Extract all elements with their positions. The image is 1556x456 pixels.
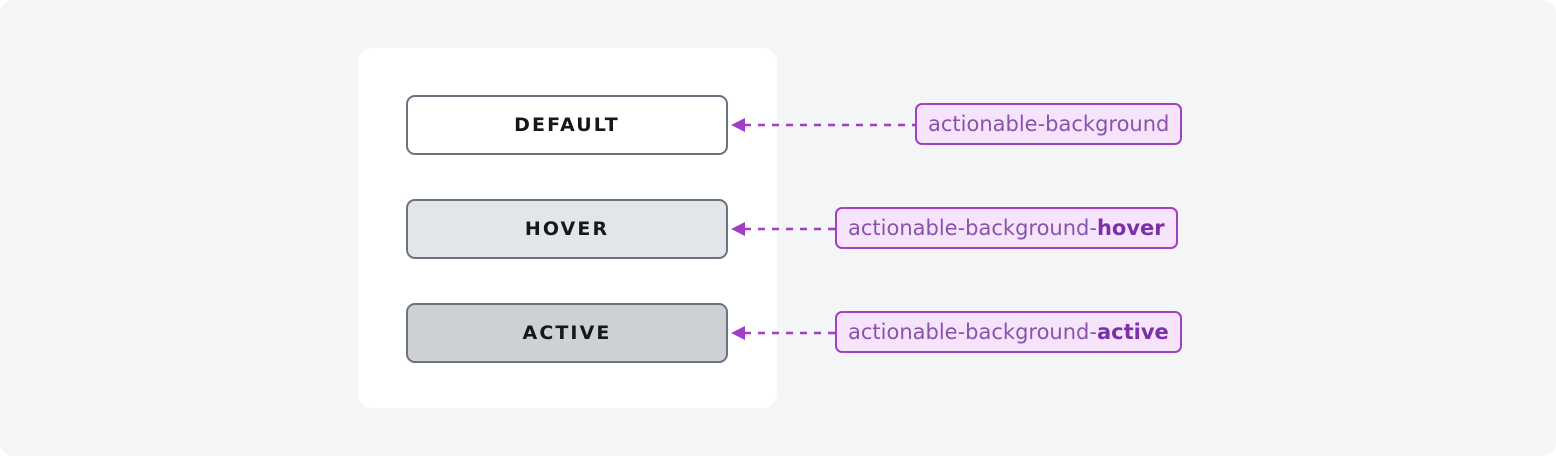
token-base-hover: actionable-background- — [848, 215, 1097, 240]
connector-arrow-active — [731, 326, 837, 340]
token-suffix-active: active — [1096, 319, 1169, 344]
button-hover[interactable]: HOVER — [406, 199, 728, 259]
token-chip-default: actionable-background — [915, 103, 1183, 145]
token-suffix-hover: hover — [1096, 215, 1165, 240]
connector-arrow-default — [731, 118, 917, 132]
token-chip-hover: actionable-background-hover — [835, 207, 1178, 249]
button-active[interactable]: ACTIVE — [406, 303, 728, 363]
token-chip-default-text: actionable-background — [928, 111, 1170, 136]
button-active-label: ACTIVE — [522, 321, 612, 344]
connector-arrow-hover — [731, 222, 837, 236]
token-chip-active: actionable-background-active — [835, 311, 1182, 353]
token-chip-active-text: actionable-background-active — [848, 319, 1169, 344]
connector-arrowhead-hover — [731, 222, 745, 236]
connector-arrowhead-default — [731, 118, 745, 132]
button-default[interactable]: DEFAULT — [406, 95, 728, 155]
connector-arrowhead-active — [731, 326, 745, 340]
button-default-label: DEFAULT — [514, 113, 620, 136]
button-hover-label: HOVER — [524, 217, 610, 240]
token-base-default: actionable-background — [928, 111, 1170, 136]
token-base-active: actionable-background- — [848, 319, 1097, 344]
token-chip-hover-text: actionable-background-hover — [848, 215, 1165, 240]
